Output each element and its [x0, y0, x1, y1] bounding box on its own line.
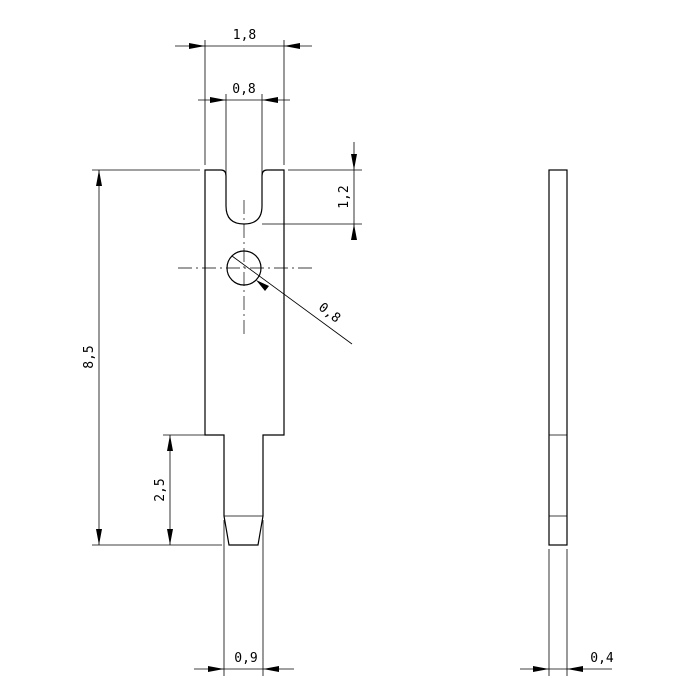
terminal-outline	[204, 169, 285, 546]
side-view	[548, 169, 568, 546]
dim-total-length: 8,5	[82, 169, 222, 546]
dim-top-width-label: 1,8	[233, 28, 256, 43]
dim-thickness-label: 0,4	[590, 651, 614, 666]
dim-total-length-label: 8,5	[82, 345, 97, 368]
dim-top-width: 1,8	[175, 28, 312, 165]
dim-hole-diameter: 0,8	[231, 255, 353, 345]
dim-slot-depth: 1,2	[262, 142, 362, 240]
dim-pin-width-label: 0,9	[234, 651, 257, 666]
dim-thickness: 0,4	[520, 549, 614, 676]
dim-pin-width: 0,9	[194, 520, 294, 676]
dim-pin-length: 2,5	[153, 434, 205, 545]
dim-slot-width-label: 0,8	[232, 82, 255, 97]
dim-slot-depth-label: 1,2	[337, 185, 352, 208]
dim-hole-diameter-label: 0,8	[315, 300, 343, 326]
dim-pin-length-label: 2,5	[153, 478, 168, 501]
dim-slot-width: 0,8	[198, 82, 290, 176]
